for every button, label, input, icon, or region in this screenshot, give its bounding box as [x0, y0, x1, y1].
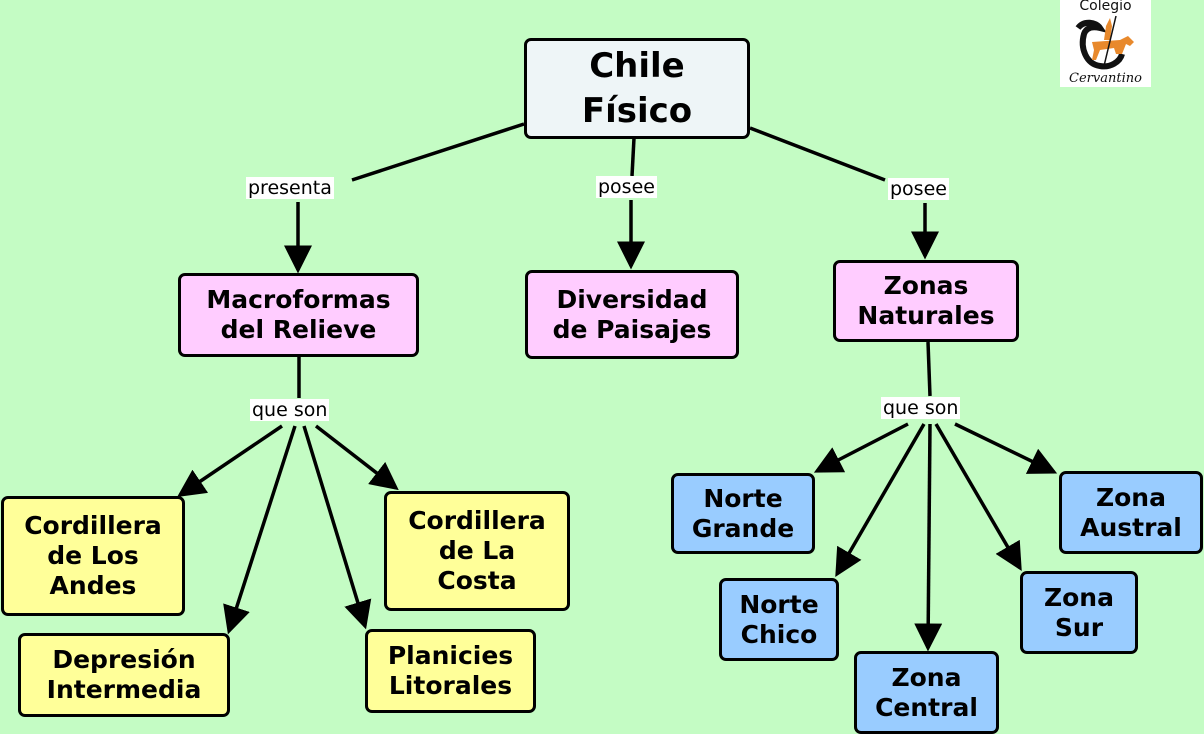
node-norte-chico[interactable]: Norte Chico — [719, 578, 839, 661]
logo-text-colegio: Colegio — [1079, 0, 1132, 14]
link-label-que-son-1: que son — [250, 399, 330, 421]
node-label: Norte Chico — [739, 589, 819, 649]
node-macroformas-del-relieve[interactable]: Macroformas del Relieve — [178, 273, 419, 357]
node-diversidad-de-paisajes[interactable]: Diversidad de Paisajes — [525, 270, 739, 359]
node-label: Cordillera de Los Andes — [24, 511, 162, 600]
root-node-chile-fisico[interactable]: Chile Físico — [524, 38, 750, 139]
edge-to-norte-chico — [835, 423, 926, 578]
node-label: Depresión Intermedia — [46, 645, 202, 704]
link-label-posee-1: posee — [596, 176, 657, 198]
edge-root-posee-2 — [749, 126, 886, 182]
node-label: Zona Central — [875, 662, 978, 722]
node-label: Cordillera de La Costa — [408, 506, 546, 595]
node-cordillera-de-los-andes[interactable]: Cordillera de Los Andes — [1, 496, 185, 616]
node-cordillera-de-la-costa[interactable]: Cordillera de La Costa — [384, 491, 570, 611]
edge-to-planicies — [302, 425, 372, 630]
edge-to-zona-austral — [954, 422, 1058, 474]
node-zona-austral[interactable]: Zona Austral — [1059, 471, 1203, 554]
node-zonas-naturales[interactable]: Zonas Naturales — [833, 260, 1019, 342]
horse-rider-icon — [1075, 15, 1134, 70]
node-label: Planicies Litorales — [387, 641, 514, 700]
node-label: Zonas Naturales — [857, 271, 995, 330]
node-zona-sur[interactable]: Zona Sur — [1020, 571, 1138, 654]
edge-to-zona-central — [914, 423, 943, 652]
edge-root-presenta — [351, 122, 525, 182]
edge-zonas-queson — [926, 341, 932, 397]
edge-to-depresion — [223, 425, 297, 635]
node-label: Zona Sur — [1044, 582, 1114, 642]
edge-to-zona-sur — [934, 423, 1022, 572]
link-label-que-son-2: que son — [881, 397, 961, 419]
node-planicies-litorales[interactable]: Planicies Litorales — [365, 629, 536, 713]
edge-to-andes — [177, 424, 283, 497]
node-zona-central[interactable]: Zona Central — [854, 651, 999, 734]
root-label: Chile Físico — [581, 46, 693, 131]
edge-to-norte-grande — [813, 422, 909, 473]
link-label-presenta: presenta — [246, 177, 334, 199]
node-label: Norte Grande — [691, 483, 795, 543]
edge-root-posee-1 — [630, 137, 636, 177]
node-label: Macroformas del Relieve — [206, 285, 391, 344]
node-norte-grande[interactable]: Norte Grande — [671, 473, 815, 554]
node-label: Zona Austral — [1080, 482, 1182, 542]
node-label: Diversidad de Paisajes — [552, 284, 712, 344]
edge-to-costa — [314, 424, 399, 491]
school-logo: Colegio Cervantino — [1060, 0, 1151, 87]
logo-text-cervantino: Cervantino — [1069, 71, 1142, 86]
link-label-posee-2: posee — [888, 178, 949, 200]
node-depresion-intermedia[interactable]: Depresión Intermedia — [18, 633, 230, 717]
